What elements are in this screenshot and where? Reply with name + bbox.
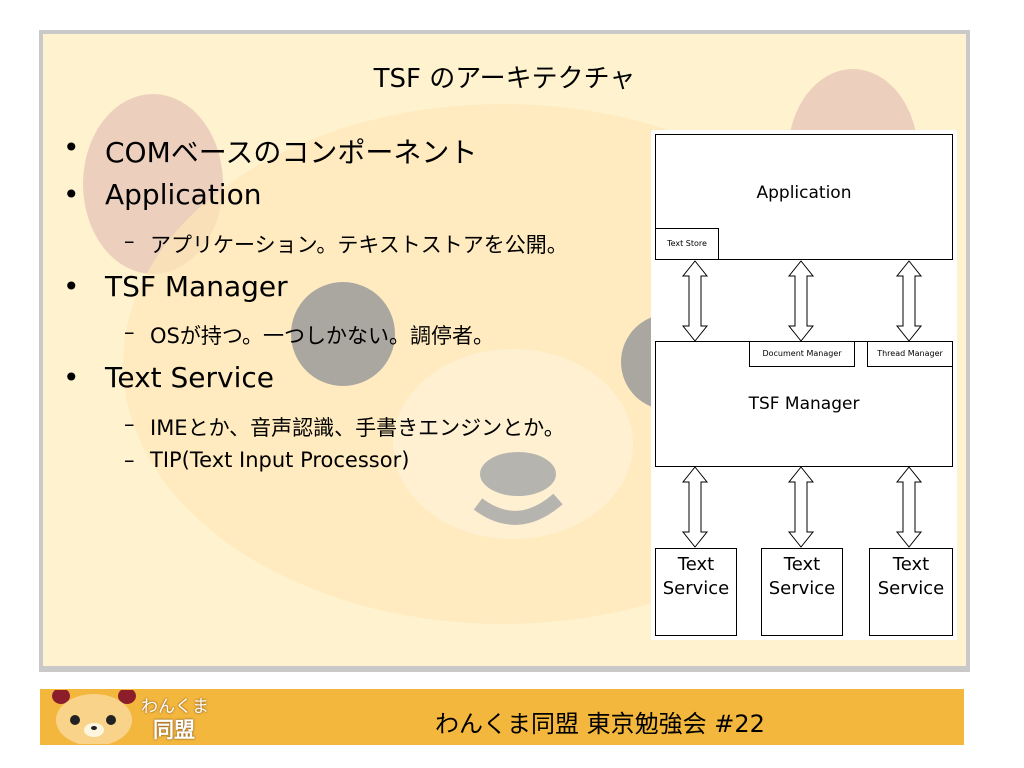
bullet-item: • TSF Manager: [63, 270, 288, 303]
logo-line2: 同盟: [153, 718, 195, 742]
text-service-label-line2: Service: [768, 578, 836, 599]
double-arrow-icon: [787, 260, 815, 342]
footer-caption: わんくま同盟 東京勉強会 #22: [435, 710, 765, 738]
bullet-text: COMベースのコンポーネント: [105, 136, 478, 169]
bullet-item: • Text Service: [63, 361, 275, 394]
sub-bullet-item: – アプリケーション。テキストストアを公開。: [124, 229, 568, 259]
sub-bullet-text: IMEとか、音声認識、手書きエンジンとか。: [150, 416, 565, 440]
bullet-item: • COMベースのコンポーネント: [63, 131, 478, 171]
text-service-label-line1: Text: [892, 554, 930, 575]
bullet-marker: •: [63, 361, 80, 394]
document-manager-box: Document Manager: [749, 341, 855, 367]
double-arrow-icon: [681, 260, 709, 342]
bullet-marker: •: [63, 131, 80, 164]
thread-manager-box: Thread Manager: [867, 341, 953, 367]
bear-face-icon: [49, 690, 139, 744]
slide-panel: TSF のアーキテクチャ • COMベースのコンポーネント • Applicat…: [39, 30, 970, 672]
text-service-box: Text Service: [655, 548, 737, 636]
text-service-label-line1: Text: [677, 554, 715, 575]
bullet-marker: •: [63, 178, 80, 211]
sub-bullet-text: TIP(Text Input Processor): [150, 448, 410, 472]
bullet-marker: •: [63, 270, 80, 303]
logo-text: わんくま 同盟: [139, 690, 229, 744]
slide-content: TSF のアーキテクチャ • COMベースのコンポーネント • Applicat…: [43, 34, 966, 666]
double-arrow-icon: [895, 466, 923, 548]
text-service-label-line1: Text: [783, 554, 821, 575]
text-service-box: Text Service: [869, 548, 953, 636]
bullet-item: • Application: [63, 178, 262, 211]
sub-bullet-marker: –: [124, 320, 135, 344]
sub-bullet-item: – IMEとか、音声認識、手書きエンジンとか。: [124, 412, 565, 442]
text-service-label-line2: Service: [662, 578, 730, 599]
sub-bullet-text: OSが持つ。一つしかない。調停者。: [150, 324, 495, 348]
text-store-label: Text Store: [667, 239, 707, 248]
tsf-manager-label: TSF Manager: [748, 394, 860, 414]
architecture-diagram: Application Text Store TSF Manager: [651, 130, 957, 640]
bullet-text: Text Service: [105, 361, 275, 394]
thread-manager-label: Thread Manager: [877, 349, 943, 358]
slide-title: TSF のアーキテクチャ: [373, 64, 636, 94]
double-arrow-icon: [681, 466, 709, 548]
sub-bullet-marker: –: [124, 229, 135, 253]
text-service-label-line2: Service: [877, 578, 945, 599]
sub-bullet-marker: –: [124, 448, 135, 472]
sub-bullet-text: アプリケーション。テキストストアを公開。: [150, 233, 568, 257]
sub-bullet-marker: –: [124, 412, 135, 436]
bullet-text: Application: [105, 178, 262, 211]
logo-line1: わんくま: [141, 697, 209, 717]
text-store-box: Text Store: [655, 228, 719, 260]
wankuma-logo: わんくま 同盟: [49, 690, 229, 744]
double-arrow-icon: [895, 260, 923, 342]
text-service-box: Text Service: [761, 548, 843, 636]
application-label: Application: [756, 183, 852, 203]
sub-bullet-item: – OSが持つ。一つしかない。調停者。: [124, 320, 495, 350]
document-manager-label: Document Manager: [762, 349, 842, 358]
bullet-text: TSF Manager: [105, 270, 288, 303]
double-arrow-icon: [787, 466, 815, 548]
sub-bullet-item: – TIP(Text Input Processor): [124, 448, 410, 472]
